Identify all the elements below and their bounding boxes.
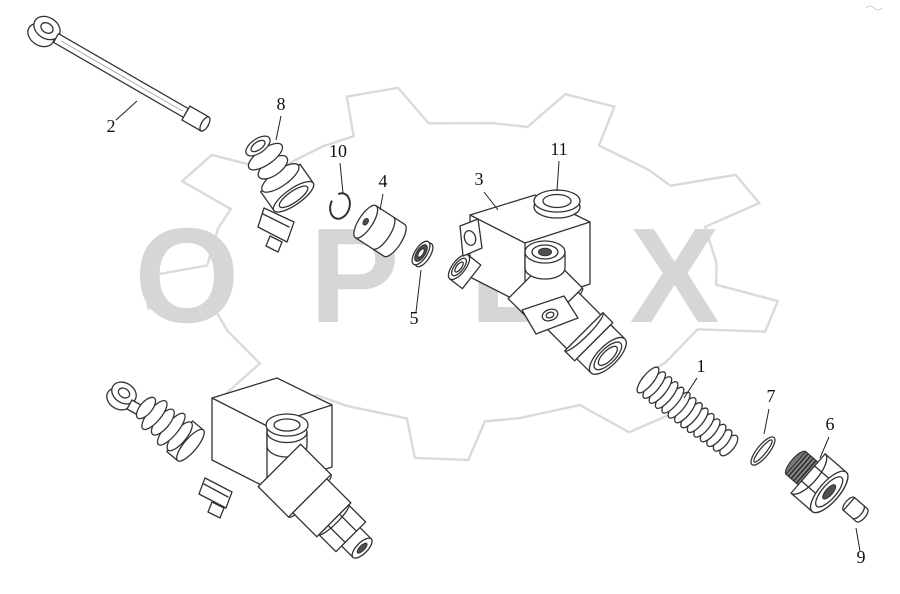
- part-push-rod: [27, 15, 211, 132]
- leader-9: [855, 527, 861, 552]
- leader-10: [339, 162, 344, 194]
- leader-2: [115, 100, 138, 121]
- leader-7: [763, 408, 770, 435]
- leader-8: [275, 115, 282, 141]
- leader-5: [415, 269, 422, 313]
- part-plug: [784, 450, 849, 514]
- part-label-1: 1: [697, 356, 706, 376]
- plug-bore: [822, 484, 837, 500]
- part-piston: [353, 204, 407, 258]
- washer-hole: [417, 247, 425, 259]
- part-dust-boot: [245, 135, 315, 253]
- filler-hole: [538, 247, 552, 257]
- piston-dimple: [362, 217, 369, 226]
- watermark: OPEX: [134, 5, 883, 462]
- part-spring: [636, 366, 739, 457]
- part-label-11: 11: [550, 139, 567, 159]
- gear-watermark-icon: [141, 86, 780, 462]
- part-label-2: 2: [107, 116, 116, 136]
- leader-11: [556, 160, 560, 192]
- part-snap-ring: [329, 192, 351, 220]
- part-label-6: 6: [826, 414, 835, 434]
- part-label-3: 3: [475, 169, 484, 189]
- mounting-flange: [521, 295, 579, 335]
- part-label-5: 5: [410, 308, 419, 328]
- leader-3: [483, 191, 499, 211]
- part-label-9: 9: [857, 547, 866, 567]
- bore-entry: [447, 253, 482, 290]
- assembled-cylinder: [106, 377, 373, 559]
- part-label-10: 10: [329, 141, 347, 161]
- part-cylinder-body: [447, 194, 627, 375]
- assembled-boot: [135, 396, 205, 462]
- part-cap-gasket: [533, 189, 581, 219]
- assembled-bore: [356, 542, 368, 554]
- assembled-eye-hole: [117, 387, 131, 399]
- part-o-ring: [750, 436, 776, 466]
- leader-1: [683, 377, 698, 399]
- part-label-8: 8: [277, 94, 286, 114]
- hex-nut: [318, 504, 367, 553]
- filler-neck: [524, 240, 566, 280]
- part-label-7: 7: [767, 386, 776, 406]
- part-end-cap: [842, 496, 869, 523]
- watermark-text: OPEX: [134, 200, 789, 351]
- part-labels: 1 2 3 4 5 6 7 8 9 10 11: [107, 94, 866, 567]
- assembled-barrel: [257, 443, 373, 559]
- part-label-4: 4: [379, 171, 388, 191]
- part-seal-washer: [411, 240, 434, 268]
- leader-4: [379, 193, 384, 211]
- corner-mark: [865, 5, 883, 11]
- rod-eye-hole: [40, 22, 54, 34]
- mounting-ear: [459, 218, 483, 257]
- leader-6: [819, 436, 830, 459]
- leader-lines: [115, 100, 861, 552]
